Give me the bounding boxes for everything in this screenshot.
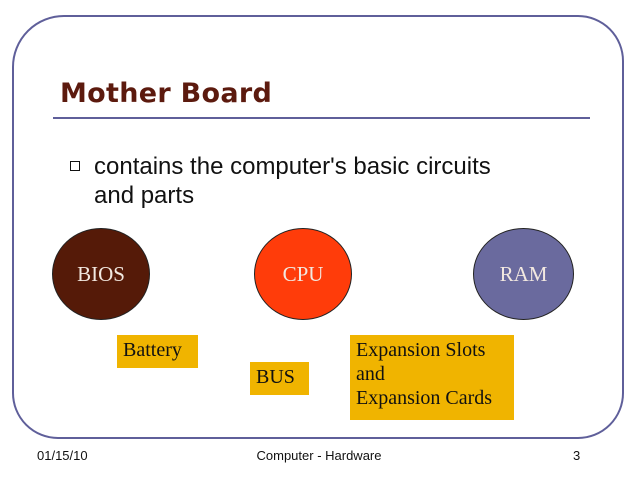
bullet-line-1: contains the computer's basic circuits	[94, 153, 491, 180]
bullet-item: contains the computer's basic circuits a…	[70, 152, 570, 210]
expansion-line-1: Expansion Slots	[356, 339, 486, 361]
cpu-label: CPU	[282, 261, 324, 286]
slide-frame	[12, 15, 624, 439]
battery-box: Battery	[117, 335, 198, 368]
hollow-square-bullet-icon	[70, 161, 80, 171]
slide-title: Mother Board	[60, 78, 273, 109]
bios-label: BIOS	[77, 261, 125, 286]
footer-page-number: 3	[573, 448, 581, 463]
title-underline	[53, 117, 590, 119]
bios-circle: BIOS	[52, 228, 150, 320]
footer-title: Computer - Hardware	[256, 448, 382, 463]
expansion-line-3: Expansion Cards	[356, 387, 493, 409]
ram-circle: RAM	[473, 228, 574, 320]
ram-label: RAM	[499, 261, 548, 286]
expansion-box: Expansion Slots and Expansion Cards	[350, 335, 514, 420]
footer-date: 01/15/10	[37, 448, 88, 463]
bullet-line-2: and parts	[94, 182, 195, 209]
battery-label: Battery	[123, 339, 182, 361]
bus-box: BUS	[250, 362, 309, 395]
cpu-circle: CPU	[254, 228, 352, 320]
expansion-line-2: and	[356, 363, 385, 385]
bus-label: BUS	[256, 366, 295, 388]
